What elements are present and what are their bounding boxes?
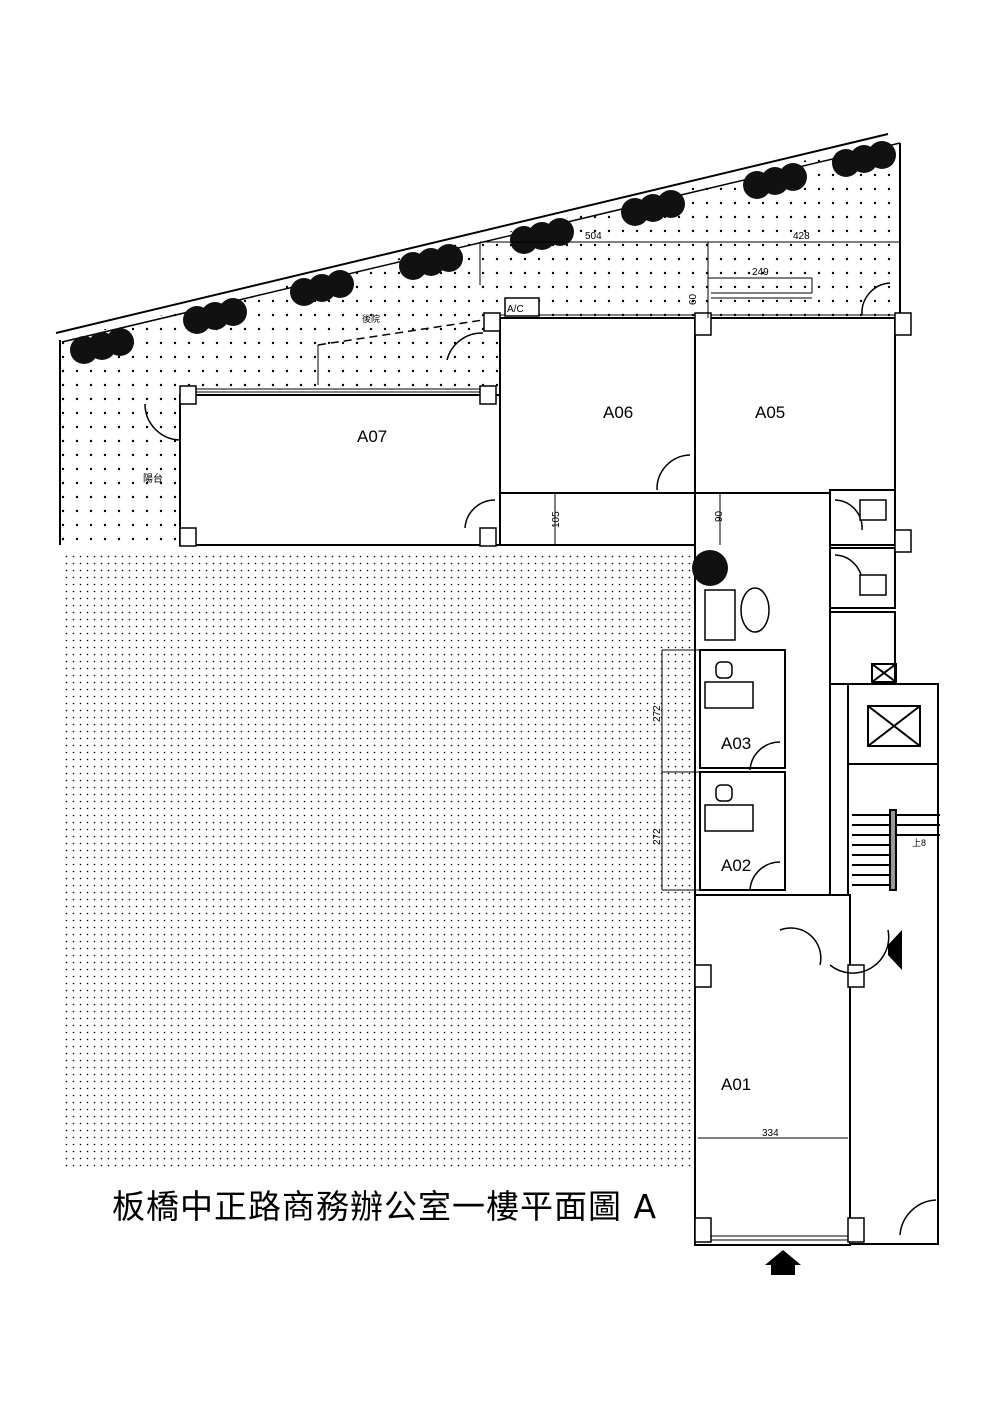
furniture (704, 499, 887, 832)
elevator (867, 663, 921, 747)
dim-428: 428 (793, 231, 810, 242)
dim-334: 334 (762, 1128, 779, 1139)
dim-90: 90 (714, 510, 725, 522)
room-label-a06: A06 (603, 403, 633, 422)
walls (179, 317, 939, 1246)
side-entrance-arrow-icon (888, 930, 902, 970)
dimension-lines (317, 241, 900, 1139)
room-label-a05: A05 (755, 403, 785, 422)
open-lot (65, 552, 695, 1167)
plant-icon (692, 550, 728, 586)
columns (179, 312, 912, 1243)
plan-title: 板橋中正路商務辦公室一樓平面圖 A (112, 1187, 658, 1226)
dim-272-a03: 272 (652, 705, 663, 722)
stairs (852, 809, 940, 891)
ac-unit (504, 297, 540, 317)
room-label-a07: A07 (357, 427, 387, 446)
stairs-up-label: 上8 (912, 838, 926, 848)
room-label-a01: A01 (721, 1075, 751, 1094)
dim-504: 504 (585, 231, 602, 242)
backyard-label: 後院 (362, 313, 380, 324)
dim-60: 60 (688, 293, 699, 305)
balcony-label: 陽台 (143, 472, 163, 485)
ac-label: A/C (507, 304, 524, 315)
dim-272-a02: 272 (652, 828, 663, 845)
room-label-a03: A03 (721, 734, 751, 753)
dim-249: 249 (752, 267, 769, 278)
dim-105: 105 (551, 511, 562, 528)
entrance-arrow-icon (765, 1250, 801, 1275)
room-label-a02: A02 (721, 856, 751, 875)
